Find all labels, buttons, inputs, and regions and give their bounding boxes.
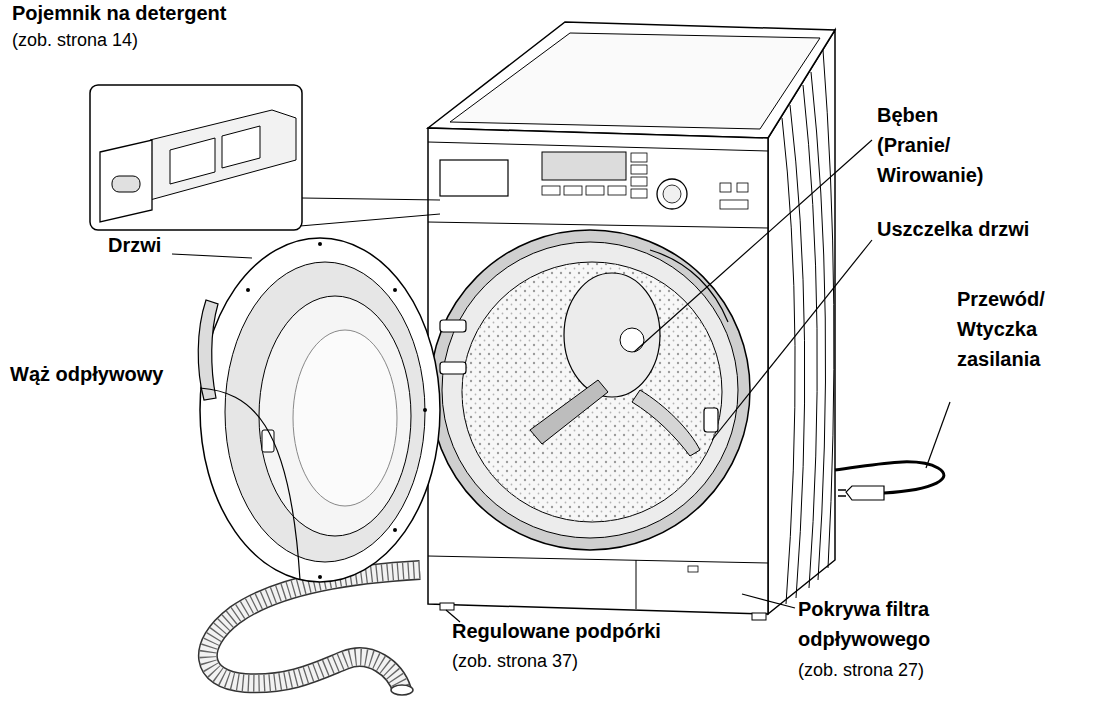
power-plug: [846, 486, 884, 500]
button: [631, 189, 647, 198]
part-label: Regulowane podpórki: [452, 616, 661, 646]
machine-top: [428, 22, 835, 138]
page-reference: (zob. strona 37): [452, 646, 578, 676]
plug-pins: [838, 490, 846, 496]
button: [631, 177, 647, 186]
door-screw: [246, 288, 250, 292]
side-decoration: [823, 50, 834, 568]
program-knob-centre: [663, 185, 681, 203]
door-seal-inner: [442, 242, 738, 538]
drum-rim: [650, 250, 728, 322]
panel-edge: [428, 142, 768, 151]
button: [737, 183, 748, 192]
drawer-compartment: [222, 126, 260, 168]
adjustable-foot: [752, 613, 766, 620]
leader-line: [172, 254, 252, 258]
inset-leader: [300, 198, 440, 226]
door-hinge: [440, 362, 466, 374]
door-seal: [430, 230, 750, 550]
panel-edge: [428, 222, 768, 228]
filter-cover-tab: [688, 566, 698, 572]
drain-hose-outline: [208, 570, 420, 690]
button: [564, 186, 582, 195]
drawer-compartment: [170, 138, 215, 184]
button: [631, 165, 647, 174]
door-hinge: [440, 320, 466, 332]
part-label: Bęben (Pranie/ Wirowanie): [877, 100, 997, 190]
door-glass-bowl: [293, 330, 397, 506]
part-label: Pokrywa filtra odpływowego: [798, 594, 963, 654]
inset-frame: [90, 85, 302, 230]
page-reference: (zob. strona 14): [12, 25, 138, 55]
door-latch: [704, 408, 718, 432]
door-screw: [423, 408, 427, 412]
drawer-body: [150, 110, 296, 200]
page-reference: (zob. strona 27): [798, 655, 924, 685]
drum-paddle: [632, 390, 700, 456]
door-screw: [393, 288, 397, 292]
drum-hub: [620, 328, 644, 352]
part-label: Pojemnik na detergent: [12, 0, 227, 28]
drain-hose-end: [391, 685, 413, 695]
drum: [462, 262, 722, 522]
drain-hose-ribs: [208, 570, 420, 690]
detergent-drawer: [440, 160, 508, 196]
part-label: Uszczelka drzwi: [877, 214, 1029, 244]
door-handle: [198, 300, 218, 400]
door-frame: [200, 238, 440, 582]
button: [542, 186, 560, 195]
side-decoration: [803, 85, 817, 588]
leader-line: [712, 240, 872, 440]
program-knob: [657, 179, 687, 209]
leader-line: [200, 388, 300, 580]
part-label: Drzwi: [108, 230, 161, 260]
drawer-front: [100, 140, 152, 222]
button: [720, 183, 731, 192]
display: [542, 152, 626, 180]
side-decoration: [782, 118, 795, 604]
side-decoration: [790, 105, 805, 598]
plinth-edge: [428, 556, 768, 563]
button: [608, 186, 626, 195]
door-screw: [318, 575, 322, 579]
door-screw: [393, 528, 397, 532]
drum-paddle: [530, 380, 608, 444]
machine-front: [428, 128, 768, 614]
drum-back: [564, 273, 660, 397]
leader-line: [634, 140, 872, 352]
door-hook: [262, 430, 274, 452]
button: [586, 186, 604, 195]
side-decoration: [811, 72, 826, 580]
part-label: Przewód/ Wtyczka zasilania: [957, 284, 1067, 374]
drum-perforation: [462, 262, 722, 522]
drawer-handle: [112, 176, 140, 192]
leader-line: [926, 402, 950, 468]
door-screw: [318, 242, 322, 246]
button: [631, 153, 647, 162]
adjustable-foot: [440, 603, 454, 610]
leader-line: [742, 594, 795, 608]
button: [720, 200, 748, 209]
filter-cover-edge: [636, 560, 637, 609]
part-label: Wąż odpływowy: [10, 359, 163, 389]
top-lid: [450, 33, 820, 129]
drain-hose-body: [208, 570, 420, 690]
door-glass: [259, 296, 411, 536]
